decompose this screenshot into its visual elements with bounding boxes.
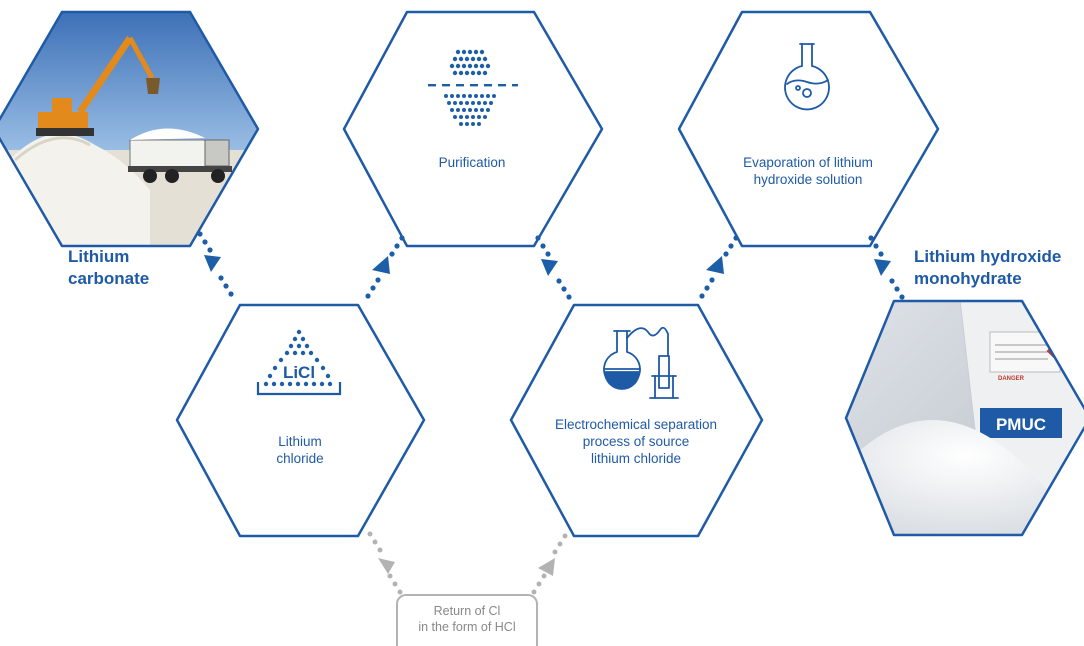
lithium-hydroxide-hex-frame	[844, 299, 1084, 537]
lithium-chloride-hex	[175, 303, 426, 538]
lithium-chloride-label: Lithium chloride	[276, 434, 324, 466]
bag-warning-text: DANGER	[998, 376, 1025, 382]
evaporation-hex	[677, 10, 940, 248]
flow-arrow-chloride-to-purification	[365, 235, 405, 299]
return-arrow-to-electrochemical	[531, 533, 568, 595]
licl-icon-text: LiCl	[283, 363, 315, 382]
filter-particles-icon	[428, 49, 518, 126]
lithium-carbonate-photo	[0, 12, 258, 246]
flow-arrow-carbonate-to-chloride	[197, 231, 234, 297]
lab-apparatus-icon	[603, 326, 679, 399]
flow-arrow-electrochemical-to-evaporation	[699, 235, 739, 299]
return-of-cl-box: Return of Cl in the form of HCl	[396, 594, 538, 646]
lithium-carbonate-hex-frame	[0, 10, 260, 248]
flow-arrow-evaporation-to-hydroxide	[868, 235, 905, 300]
round-flask-icon	[784, 43, 830, 111]
electrochemical-label: Electrochemical separation process of so…	[554, 417, 718, 466]
purification-label: Purification	[438, 155, 506, 170]
lithium-carbonate-label: Lithium carbonate	[68, 247, 150, 288]
return-arrow-to-chloride	[367, 531, 403, 595]
purification-hex	[342, 10, 604, 248]
licl-powder-pile-icon: LiCl	[256, 329, 342, 396]
bag-brand-text: PMUC	[996, 415, 1046, 434]
lithium-hydroxide-label: Lithium hydroxide monohydrate	[914, 247, 1062, 288]
electrochemical-hex	[509, 303, 764, 538]
lithium-hydroxide-photo: PMUC DANGER	[846, 301, 1084, 535]
evaporation-label: Evaporation of lithium hydroxide solutio…	[743, 155, 873, 187]
flow-arrow-purification-to-electrochemical	[535, 235, 572, 300]
